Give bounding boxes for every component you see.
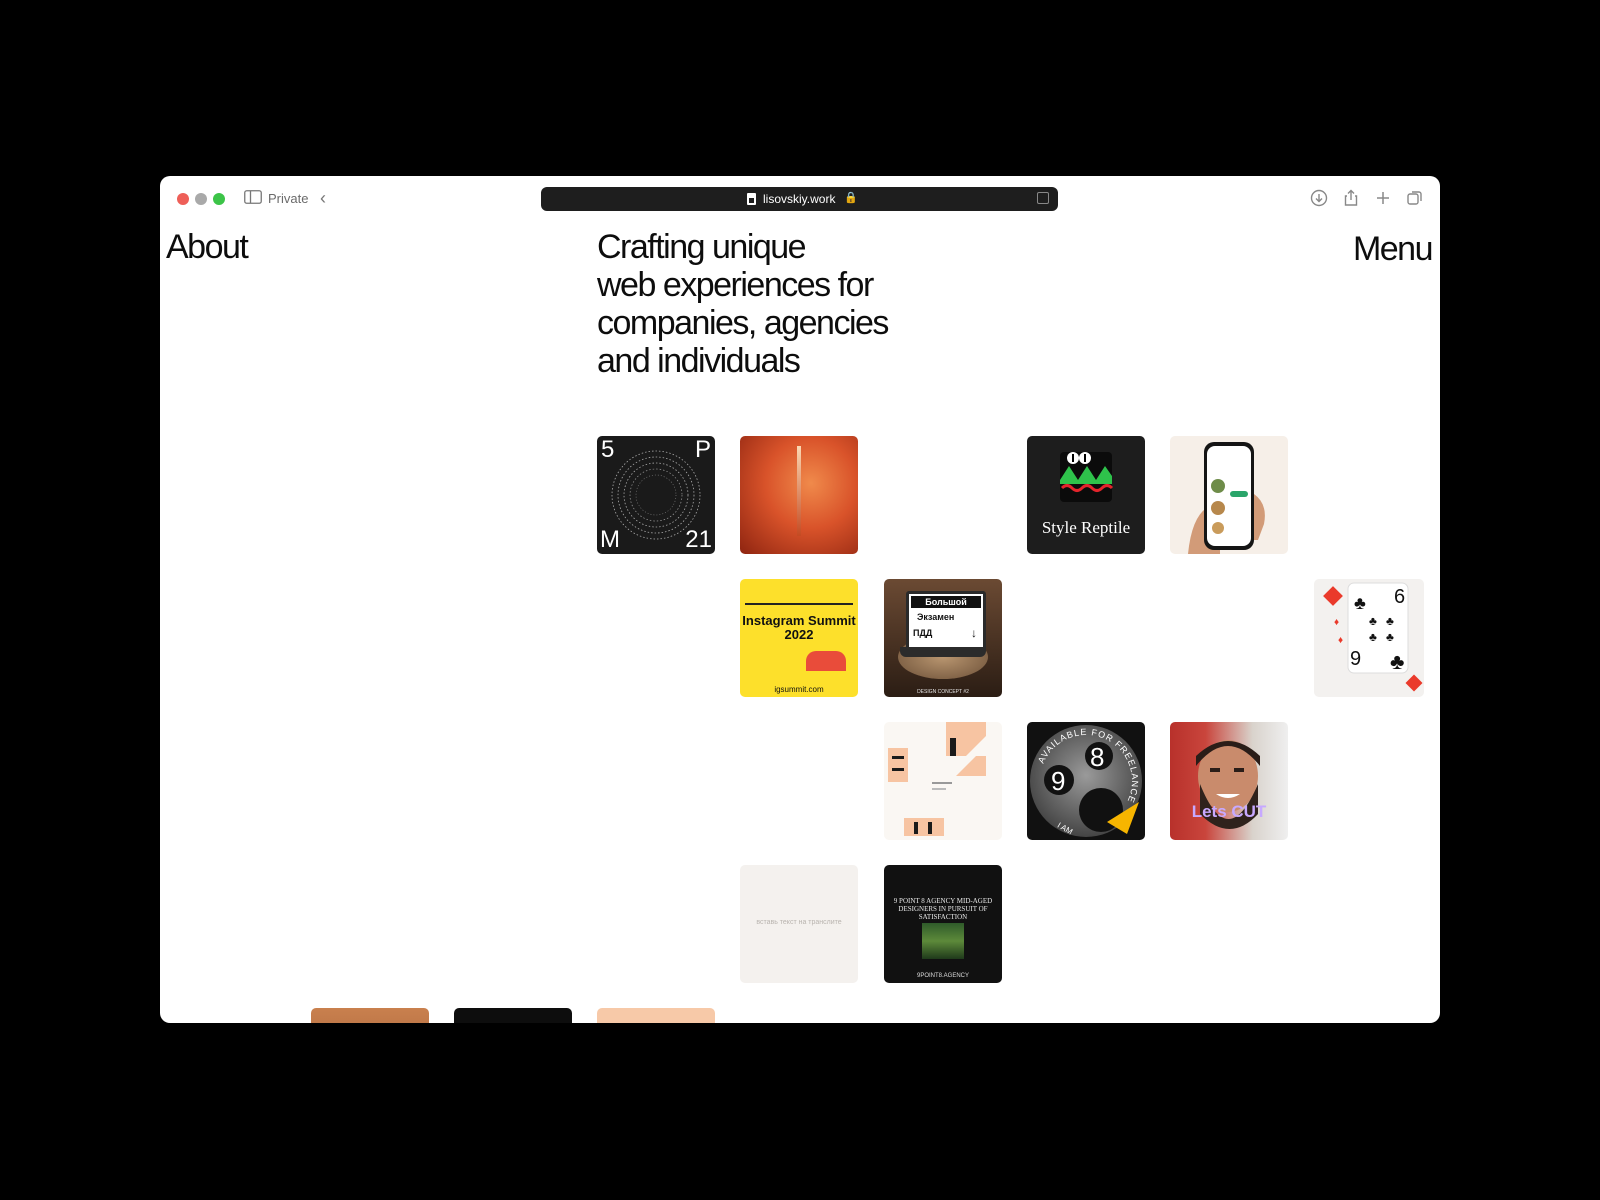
spiral-text-graphic [611,450,701,540]
project-tile-placeholder[interactable]: вставь текст на транслите [740,865,858,983]
phone-in-hand-graphic [1188,442,1265,554]
project-tile-partial[interactable] [311,1008,429,1023]
project-tile-abstract-shapes[interactable] [884,722,1002,840]
browser-toolbar: Private ‹ lisovskiy.work 🔒 [160,176,1440,222]
favicon-icon [747,193,756,205]
exam-word: ПДД [913,628,933,638]
project-tile-9point8-agency[interactable]: 9 POINT 8 AGENCY MID-AGED DESIGNERS IN P… [884,865,1002,983]
tile-caption: DESIGN CONCEPT #2 [917,689,969,695]
svg-text:♣: ♣ [1354,593,1366,613]
card-rank: 9 [1350,648,1361,670]
tile-caption: igsummit.com [774,685,824,694]
address-bar[interactable]: lisovskiy.work 🔒 [541,187,1058,211]
arrow-down-icon: ↓ [971,626,977,640]
project-tile-available-freelance[interactable]: AVAILABLE FOR FREELANCE 9 8 I AM [1027,722,1145,840]
abstract-shapes-graphic [888,722,986,836]
project-tile-spm[interactable]: 5 P M 21 [597,436,715,554]
illustration-graphic [806,651,846,671]
reader-icon[interactable] [1037,192,1049,204]
tile-corner-text: M [600,526,620,553]
disc-number: 8 [1090,742,1104,772]
project-tile-exam[interactable]: Большой Экзамен ПДД ↓ DESIGN CONCEPT #2 [884,579,1002,697]
new-tab-icon[interactable] [1374,189,1392,207]
svg-text:♣: ♣ [1369,630,1377,644]
menu-button[interactable]: Menu [1352,230,1434,268]
playing-cards-graphic: 6 9 ♣ ♣ ♣ ♣ ♣ ♣ ♦ ♦ [1323,582,1423,692]
rocket-trail-graphic [797,446,801,536]
svg-text:♣: ♣ [1386,630,1394,644]
page-headline: Crafting unique web experiences for comp… [597,228,957,380]
exam-word: Большой [911,596,981,608]
headline-line: web experiences for [597,266,874,304]
share-icon[interactable] [1342,189,1360,207]
headline-line: companies, agencies [597,304,889,342]
headline-line: Crafting unique [597,228,807,266]
project-tile-instagram-summit[interactable]: Instagram Summit 2022 igsummit.com [740,579,858,697]
url-text: lisovskiy.work [763,192,836,206]
close-window-button[interactable] [177,193,189,205]
tile-caption: Lets CUT [1191,802,1267,821]
tile-corner-text: 21 [685,526,712,553]
about-link[interactable]: About [166,228,249,266]
minimize-window-button[interactable] [195,193,207,205]
reptile-logo-icon [1060,452,1114,502]
project-tile-playing-cards[interactable]: 6 9 ♣ ♣ ♣ ♣ ♣ ♣ ♦ ♦ [1314,579,1424,697]
tile-corner-text: 5 [601,436,615,463]
tile-caption: 9POINT8.AGENCY [916,973,969,979]
sidebar-icon[interactable] [244,190,262,204]
svg-text:♣: ♣ [1386,614,1394,628]
private-label: Private [268,191,309,206]
download-icon[interactable] [1310,189,1328,207]
laptop-base-graphic [900,647,986,657]
project-tile-phone-app[interactable] [1170,436,1288,554]
browser-window: Private ‹ lisovskiy.work 🔒 About Menu Cr… [160,176,1440,1023]
forest-photo-graphic [922,923,964,959]
project-tile-portrait[interactable]: Lets CUT [1170,722,1288,840]
tile-corner-text: P [694,436,711,463]
svg-text:♣: ♣ [1369,614,1377,628]
freelance-disc-graphic: AVAILABLE FOR FREELANCE 9 8 I AM [1030,725,1142,837]
laptop-screen-graphic: Большой Экзамен ПДД ↓ [906,591,986,653]
svg-text:♦: ♦ [1338,635,1343,646]
tile-title: 2022 [784,627,814,642]
project-tile-style-reptile[interactable]: Style Reptile [1027,436,1145,554]
placeholder-text: вставь текст на транслите [756,919,842,926]
exam-word: Экзамен [917,612,955,622]
agency-headline: 9 POINT 8 AGENCY MID-AGED DESIGNERS IN P… [893,897,993,921]
disc-number: 9 [1051,766,1065,796]
tile-title: Style Reptile [1041,518,1131,537]
zoom-window-button[interactable] [213,193,225,205]
svg-text:♦: ♦ [1334,617,1339,628]
svg-text:♣: ♣ [1390,649,1404,674]
tabs-overview-icon[interactable] [1406,189,1424,207]
card-rank: 6 [1394,586,1405,608]
lock-icon: 🔒 [844,192,858,204]
headline-line: and individuals [597,342,801,380]
project-tile-partial[interactable] [454,1008,572,1023]
project-tile-clouds[interactable] [740,436,858,554]
tile-title: Instagram Summit [742,613,856,628]
bearded-portrait-graphic [1196,740,1260,829]
back-icon[interactable]: ‹ [320,188,326,208]
page-content: About Menu Crafting unique web experienc… [160,222,1440,1023]
project-tile-partial[interactable] [597,1008,715,1023]
